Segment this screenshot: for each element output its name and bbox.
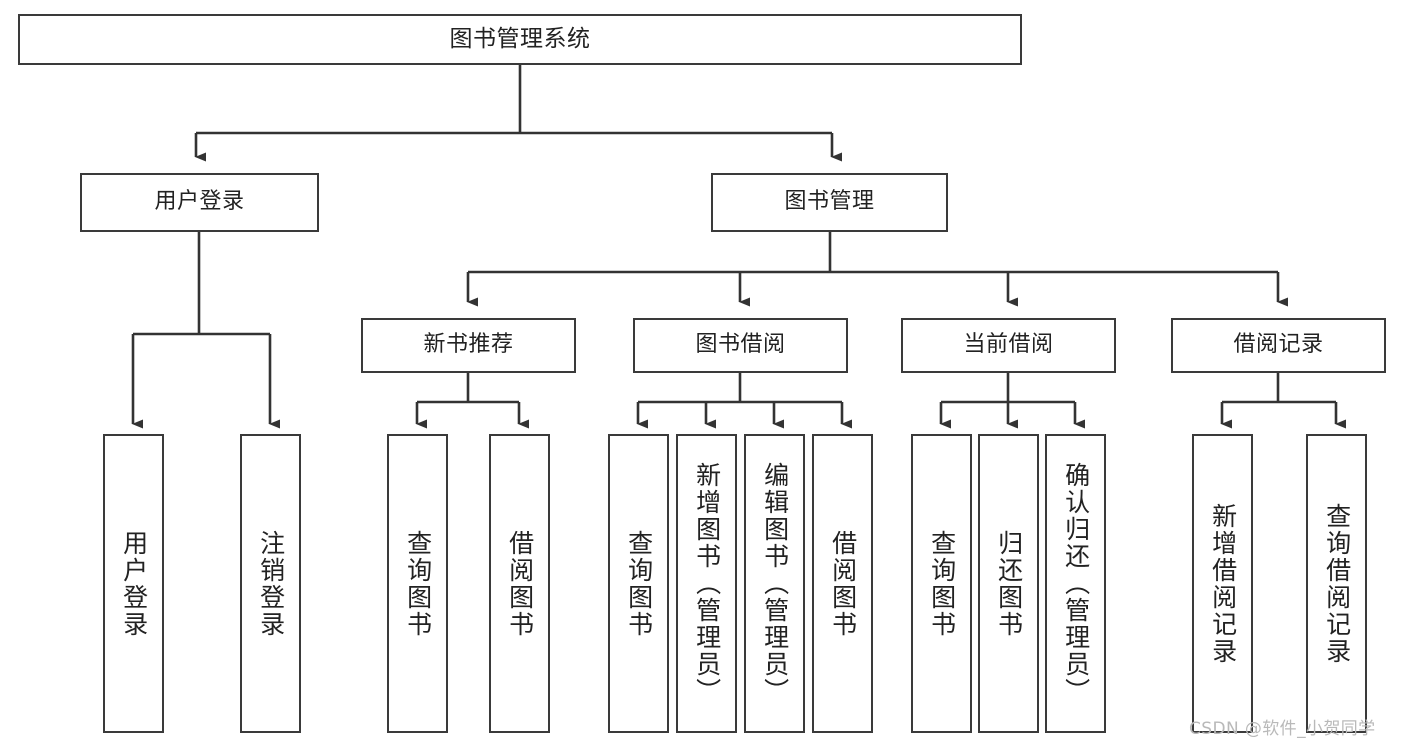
node-leaf-record-add[interactable]: 新增借阅记录 bbox=[1192, 434, 1253, 733]
node-leaf-borrow-query[interactable]: 查询图书 bbox=[608, 434, 669, 733]
node-borrow-record-label: 借阅记录 bbox=[1233, 332, 1324, 358]
node-borrow-record[interactable]: 借阅记录 bbox=[1171, 318, 1386, 373]
node-user-login[interactable]: 用户登录 bbox=[80, 173, 319, 232]
node-user-login-label: 用户登录 bbox=[154, 189, 245, 215]
node-root-system[interactable]: 图书管理系统 bbox=[18, 14, 1022, 65]
node-leaf-borrow-edit-book-label: 编辑图书（管理员） bbox=[760, 462, 790, 705]
node-leaf-borrow-borrow-book[interactable]: 借阅图书 bbox=[812, 434, 873, 733]
node-book-management[interactable]: 图书管理 bbox=[711, 173, 948, 232]
csdn-watermark: CSDN @软件_小贺同学 bbox=[1189, 719, 1376, 739]
node-leaf-newbook-query-label: 查询图书 bbox=[403, 529, 433, 638]
node-leaf-current-confirm-return-label: 确认归还（管理员） bbox=[1061, 462, 1091, 705]
node-leaf-borrow-borrow-book-label: 借阅图书 bbox=[828, 529, 858, 638]
node-leaf-current-query[interactable]: 查询图书 bbox=[911, 434, 972, 733]
node-leaf-user-login-signin-label: 用户登录 bbox=[119, 529, 149, 638]
node-leaf-user-login-signout[interactable]: 注销登录 bbox=[240, 434, 301, 733]
node-leaf-user-login-signin[interactable]: 用户登录 bbox=[103, 434, 164, 733]
node-leaf-record-query[interactable]: 查询借阅记录 bbox=[1306, 434, 1367, 733]
node-leaf-newbook-borrow[interactable]: 借阅图书 bbox=[489, 434, 550, 733]
node-leaf-borrow-add-book[interactable]: 新增图书（管理员） bbox=[676, 434, 737, 733]
node-leaf-record-query-label: 查询借阅记录 bbox=[1322, 502, 1352, 665]
node-leaf-borrow-edit-book[interactable]: 编辑图书（管理员） bbox=[744, 434, 805, 733]
node-leaf-borrow-add-book-label: 新增图书（管理员） bbox=[692, 462, 722, 705]
node-leaf-user-login-signout-label: 注销登录 bbox=[256, 529, 286, 638]
node-current-borrow-label: 当前借阅 bbox=[963, 332, 1054, 358]
node-leaf-borrow-query-label: 查询图书 bbox=[624, 529, 654, 638]
node-book-borrow[interactable]: 图书借阅 bbox=[633, 318, 848, 373]
node-leaf-record-add-label: 新增借阅记录 bbox=[1208, 502, 1238, 665]
node-leaf-current-return-label: 归还图书 bbox=[994, 529, 1024, 638]
node-new-book-recommend[interactable]: 新书推荐 bbox=[361, 318, 576, 373]
node-leaf-current-confirm-return[interactable]: 确认归还（管理员） bbox=[1045, 434, 1106, 733]
node-leaf-current-query-label: 查询图书 bbox=[927, 529, 957, 638]
node-leaf-newbook-query[interactable]: 查询图书 bbox=[387, 434, 448, 733]
node-leaf-newbook-borrow-label: 借阅图书 bbox=[505, 529, 535, 638]
node-root-system-label: 图书管理系统 bbox=[449, 25, 591, 52]
node-book-borrow-label: 图书借阅 bbox=[695, 332, 786, 358]
node-new-book-recommend-label: 新书推荐 bbox=[423, 332, 514, 358]
node-book-management-label: 图书管理 bbox=[784, 189, 875, 215]
node-current-borrow[interactable]: 当前借阅 bbox=[901, 318, 1116, 373]
node-leaf-current-return[interactable]: 归还图书 bbox=[978, 434, 1039, 733]
